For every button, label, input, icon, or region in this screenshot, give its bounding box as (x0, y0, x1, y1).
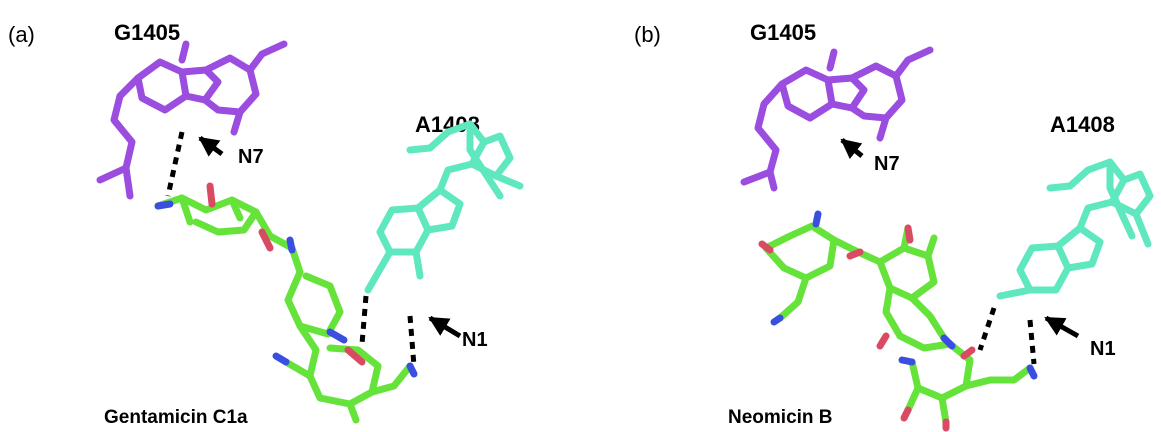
panel-a-g1405-residue (96, 40, 288, 200)
panel-b-hbond-n1 (1027, 319, 1037, 365)
panel-b-g1405-label: G1405 (750, 20, 816, 45)
panel-b-a1408-label: A1408 (1050, 112, 1115, 137)
panel-b-arrow-n1 (1044, 315, 1080, 339)
panel-a-ligand-heteroatoms (154, 182, 418, 378)
panel-a-hbond-n1 (407, 315, 417, 367)
panel-b-hbond-left (977, 307, 997, 351)
panel-b-n7-label: N7 (874, 153, 900, 175)
panel-a-arrow-n7 (198, 135, 224, 157)
panel-b-ligand-label: Neomicin B (728, 407, 833, 428)
panel-b-g1405-residue (740, 46, 934, 192)
panel-b: (b) G1405 A1408 N7 N (634, 20, 1154, 432)
panel-a-n1-label: N1 (462, 329, 488, 351)
panel-b-letter: (b) (634, 22, 661, 47)
panel-b-n1-label: N1 (1090, 338, 1116, 360)
panel-a-hbond-left (359, 295, 369, 345)
panel-a-a1408-residue (364, 120, 524, 294)
panel-a-gentamicin-ligand (154, 194, 414, 424)
panel-b-a1408-residue (996, 158, 1154, 300)
panel-b-ligand-heteroatoms (758, 210, 1038, 432)
panel-a-ligand-label: Gentamicin C1a (104, 407, 248, 428)
panel-a: (a) G1405 A1408 N7 (8, 20, 524, 428)
panel-a-n7-label: N7 (238, 146, 264, 168)
panel-a-hbond-n7 (165, 131, 185, 197)
panel-a-letter: (a) (8, 22, 35, 47)
panel-a-arrow-n1 (428, 315, 462, 339)
panel-b-arrow-n7 (840, 138, 864, 160)
panel-a-g1405-label: G1405 (114, 20, 180, 45)
